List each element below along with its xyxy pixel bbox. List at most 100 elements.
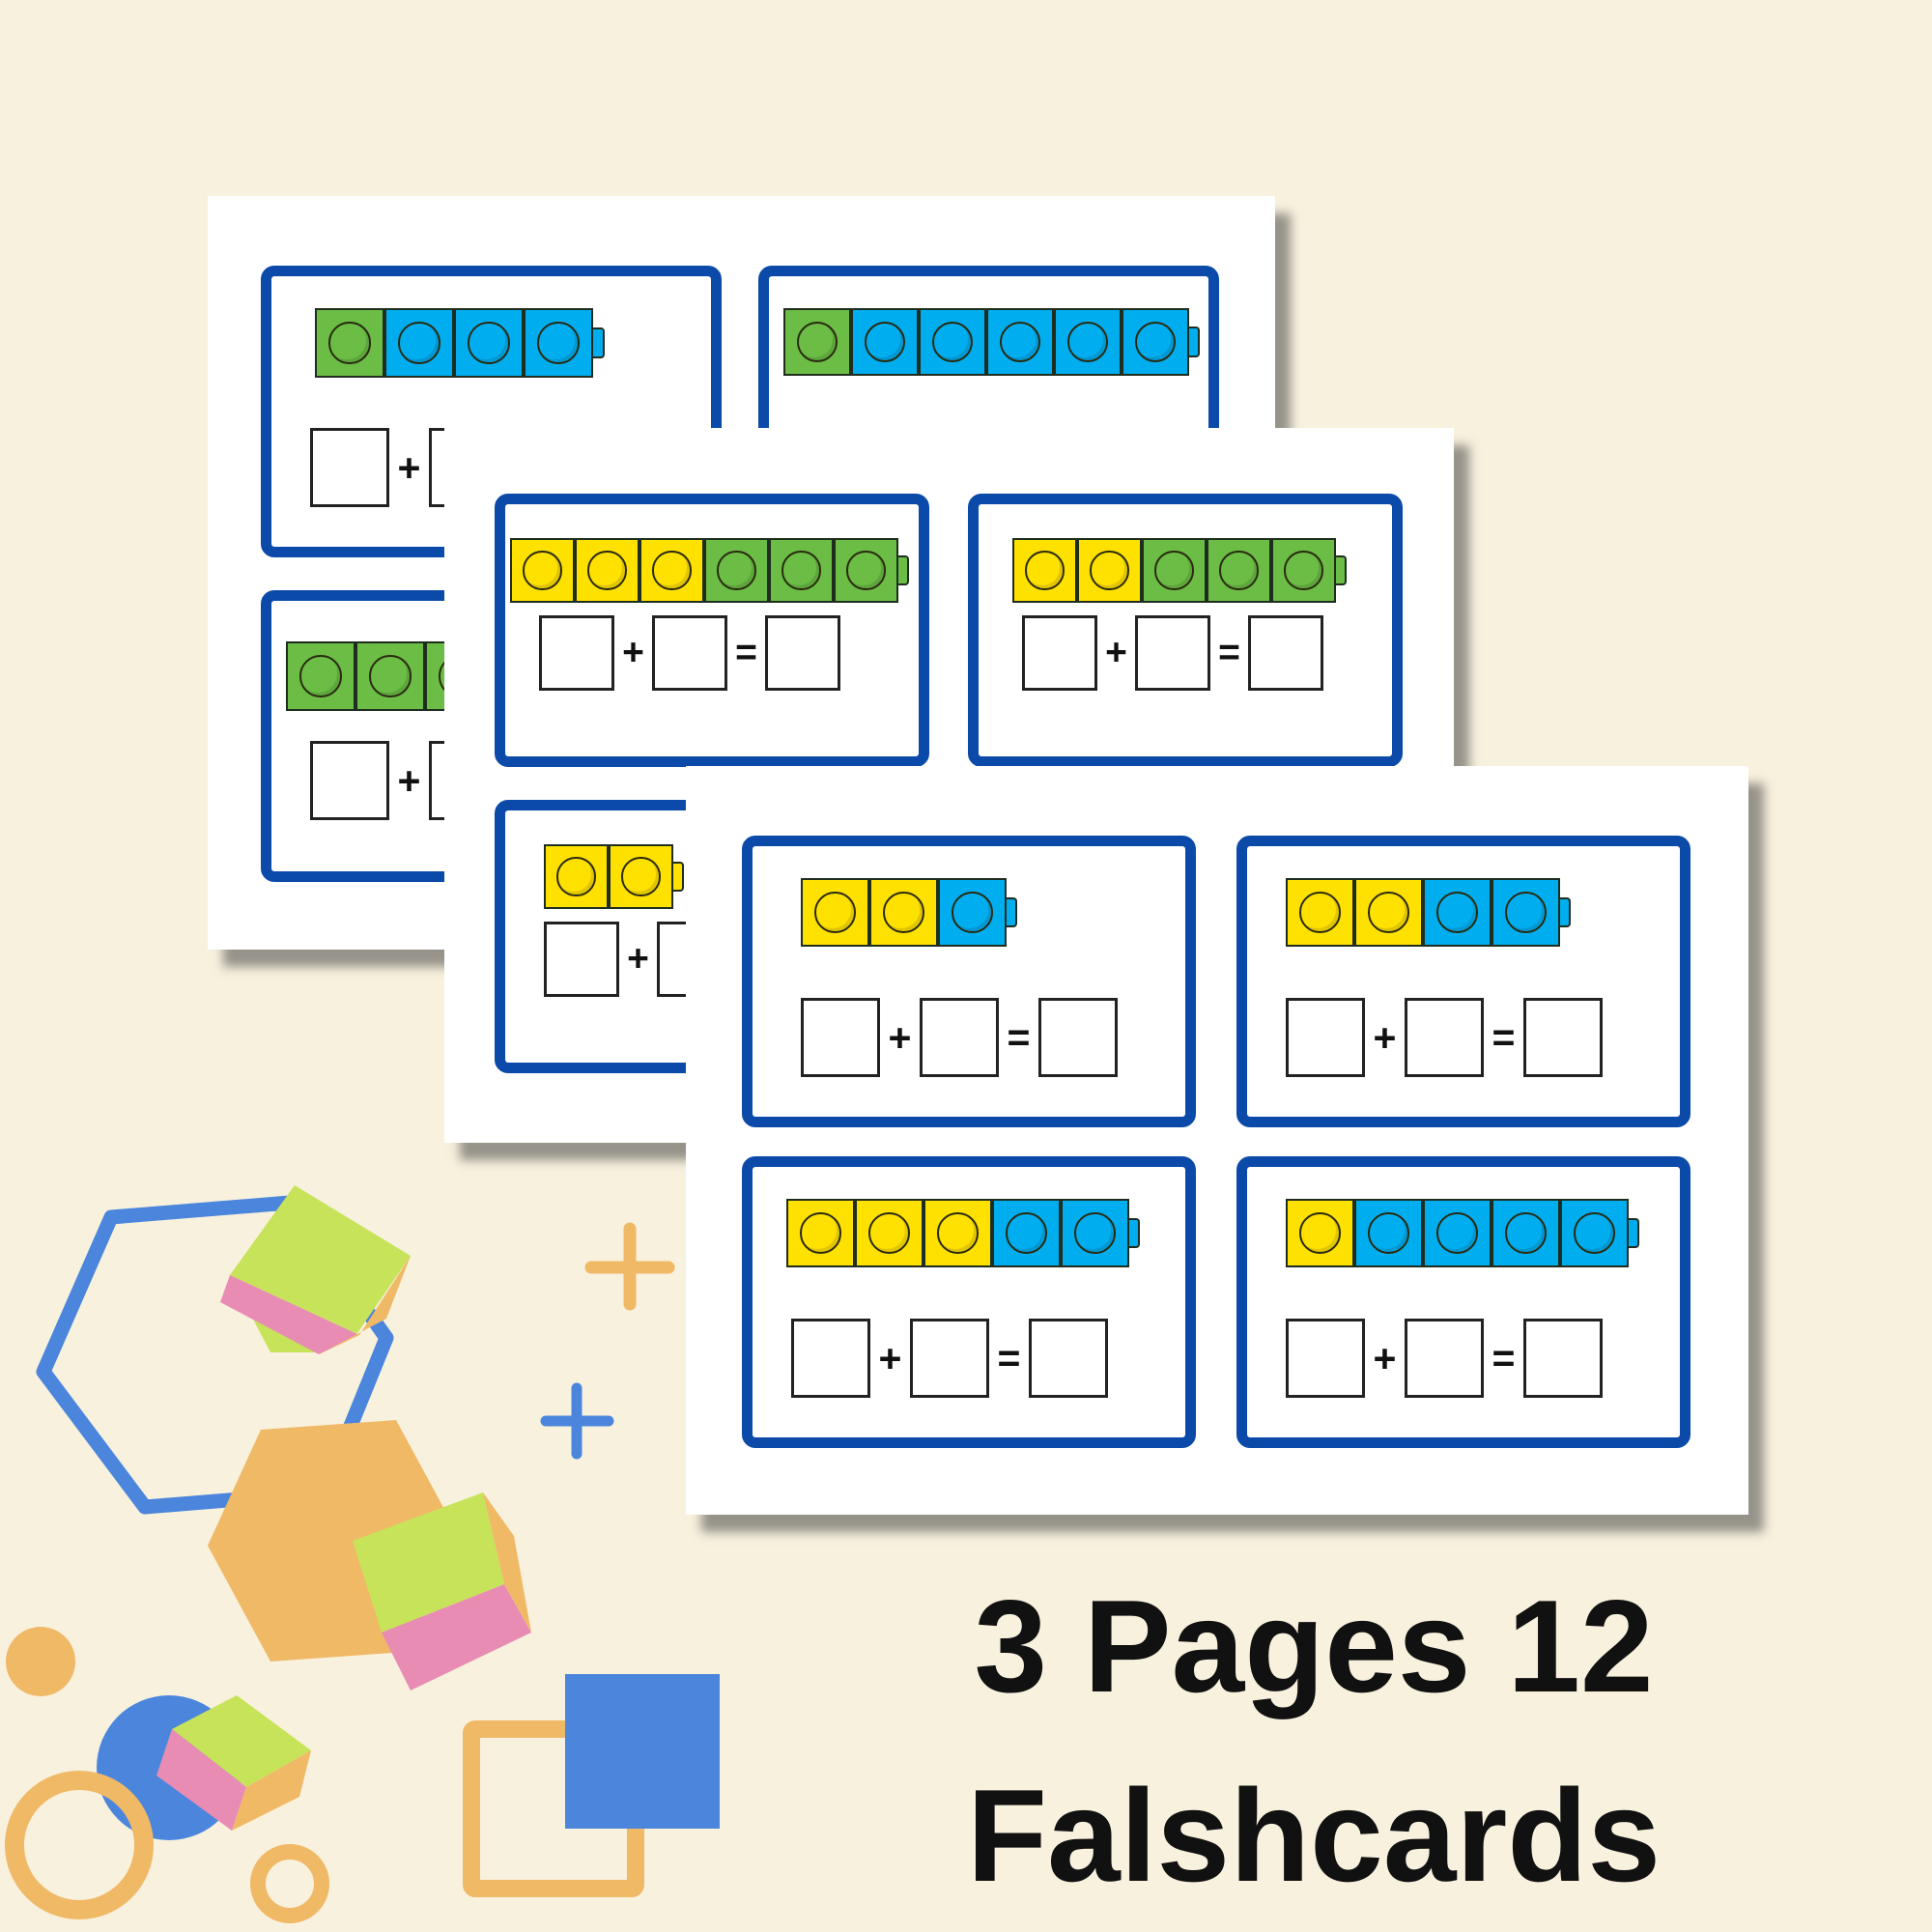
cube-dot xyxy=(1154,551,1194,590)
cube-dot xyxy=(883,892,924,933)
cube-dot xyxy=(1067,322,1108,362)
unifix-cube xyxy=(1560,1199,1629,1267)
answer-box[interactable] xyxy=(1286,998,1365,1077)
answer-box[interactable] xyxy=(1038,998,1118,1077)
cube-dot xyxy=(1436,892,1478,933)
answer-box[interactable] xyxy=(1405,998,1484,1077)
unifix-cube xyxy=(510,538,575,603)
plus-sign-text: + xyxy=(1105,632,1127,673)
equals-sign-text: = xyxy=(1007,1014,1031,1060)
unifix-cube xyxy=(1142,538,1207,603)
cube-dot xyxy=(1505,892,1547,933)
unifix-cube xyxy=(992,1199,1061,1267)
flashcard: += xyxy=(1236,1156,1690,1448)
ring xyxy=(250,1844,329,1923)
unifix-cube xyxy=(1354,878,1423,947)
equals-sign-text: = xyxy=(1492,1014,1516,1060)
unifix-cube xyxy=(786,1199,855,1267)
cube-dot xyxy=(932,322,973,362)
answer-box[interactable] xyxy=(1286,1319,1365,1398)
cube-dot xyxy=(952,892,993,933)
answer-box[interactable] xyxy=(791,1319,870,1398)
cube-dot xyxy=(814,892,856,933)
unifix-cube xyxy=(1077,538,1142,603)
answer-box[interactable] xyxy=(1405,1319,1484,1398)
answer-box[interactable] xyxy=(652,615,727,691)
answer-box[interactable] xyxy=(1523,998,1603,1077)
cube-dot xyxy=(1219,551,1259,590)
answer-box[interactable] xyxy=(1523,1319,1603,1398)
plus-sign-text: + xyxy=(878,1335,902,1380)
cube-dot xyxy=(1574,1212,1615,1254)
unifix-cube xyxy=(851,308,919,376)
cube-dot xyxy=(1299,892,1341,933)
answer-box[interactable] xyxy=(801,998,880,1077)
answer-box[interactable] xyxy=(920,998,999,1077)
cube-dot xyxy=(1074,1212,1116,1254)
unifix-cube xyxy=(1423,878,1492,947)
unifix-cube xyxy=(454,308,524,378)
cube-dot xyxy=(1135,322,1176,362)
cube-dot xyxy=(652,551,692,590)
unifix-cube xyxy=(1286,1199,1354,1267)
unifix-cube xyxy=(919,308,986,376)
cube-dot xyxy=(800,1212,841,1254)
answer-box[interactable] xyxy=(544,922,619,997)
page-3: += += += += xyxy=(686,766,1748,1515)
unifix-cube xyxy=(1122,308,1189,376)
unifix-cube xyxy=(544,844,609,909)
cube-knob xyxy=(1336,555,1347,585)
cube-dot xyxy=(537,322,580,364)
plus-sign-text: + xyxy=(622,632,644,673)
unifix-cube xyxy=(834,538,898,603)
unifix-cube xyxy=(769,538,834,603)
unifix-cube xyxy=(315,308,384,378)
unifix-cube xyxy=(1423,1199,1492,1267)
unifix-cube xyxy=(1054,308,1122,376)
answer-box[interactable] xyxy=(310,741,389,820)
cube-bar xyxy=(1286,878,1572,947)
unifix-cube xyxy=(639,538,704,603)
answer-box[interactable] xyxy=(1135,615,1210,691)
unifix-cube xyxy=(1207,538,1271,603)
cube-dot xyxy=(468,322,510,364)
answer-box[interactable] xyxy=(765,615,840,691)
cube-dot xyxy=(1000,322,1040,362)
flashcard: += xyxy=(968,494,1403,767)
answer-box[interactable] xyxy=(910,1319,989,1398)
cube-knob xyxy=(673,862,684,892)
plus-sign-text: + xyxy=(397,757,421,803)
flashcard: += xyxy=(495,494,929,767)
unifix-cube xyxy=(1492,878,1560,947)
cube-dot xyxy=(1006,1212,1047,1254)
answer-box[interactable] xyxy=(1022,615,1097,691)
cube-dot xyxy=(797,322,838,362)
circle xyxy=(6,1627,75,1696)
unifix-cube xyxy=(609,844,673,909)
unifix-cube xyxy=(1492,1199,1560,1267)
unifix-cube xyxy=(923,1199,992,1267)
cube-knob xyxy=(1129,1217,1141,1249)
cube-dot xyxy=(523,551,562,590)
cube-dot xyxy=(1025,551,1065,590)
cube-dot xyxy=(369,655,412,697)
answer-box[interactable] xyxy=(310,428,389,507)
cube-knob xyxy=(1629,1217,1640,1249)
cube-bar xyxy=(544,844,684,909)
unifix-cube xyxy=(801,878,869,947)
cube-bar xyxy=(1012,538,1347,603)
unifix-cube xyxy=(355,641,425,711)
answer-box[interactable] xyxy=(1248,615,1323,691)
plus-sign-text: + xyxy=(397,444,421,490)
unifix-cube xyxy=(575,538,639,603)
unifix-cube xyxy=(1271,538,1336,603)
title-line-1: 3 Pages 12 xyxy=(974,1573,1654,1719)
cube-dot xyxy=(398,322,440,364)
equals-sign-text: = xyxy=(997,1335,1021,1380)
plus-sign-text: + xyxy=(1373,1014,1397,1060)
answer-box[interactable] xyxy=(1029,1319,1108,1398)
answer-box[interactable] xyxy=(539,615,614,691)
unifix-cube xyxy=(1354,1199,1423,1267)
cube xyxy=(353,1492,531,1690)
square xyxy=(565,1674,720,1829)
